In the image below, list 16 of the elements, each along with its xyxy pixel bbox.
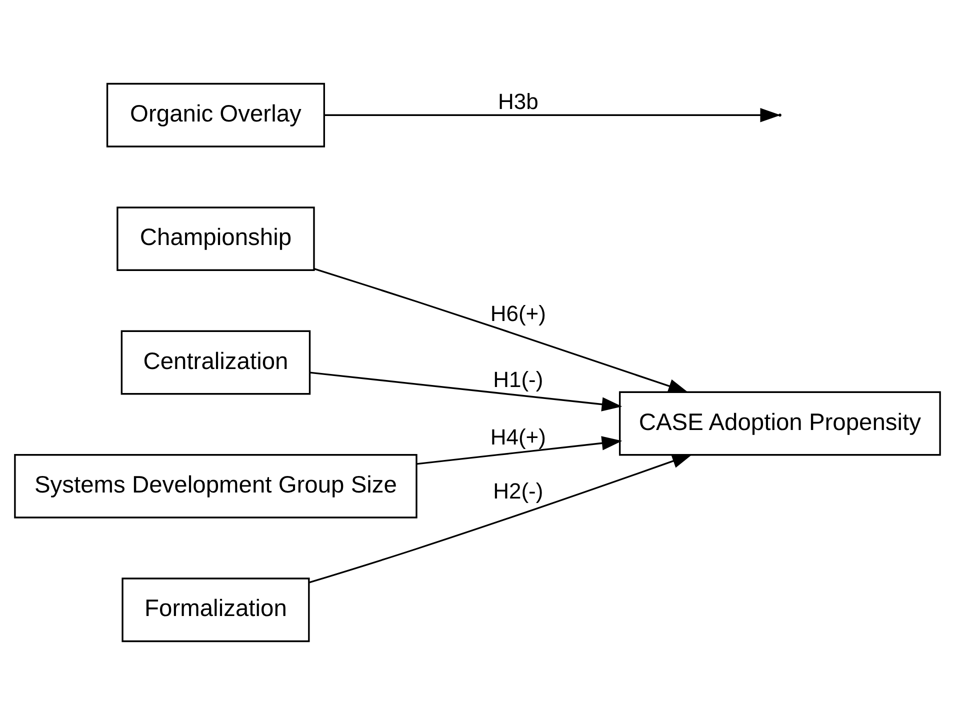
arrow — [314, 268, 689, 392]
edge-label: H1(-) — [493, 366, 544, 392]
arrow — [310, 371, 622, 411]
node-box: Championship — [116, 206, 315, 270]
edge-label: H6(+) — [490, 300, 546, 326]
node-box: Formalization — [122, 577, 310, 642]
arrow — [324, 108, 781, 122]
node-box: Centralization — [120, 330, 311, 394]
node-box: CASE Adoption Propensity — [618, 390, 941, 456]
edge-label: H4(+) — [490, 424, 546, 450]
node-box: Organic Overlay — [106, 82, 325, 147]
edge-label: H3b — [498, 88, 538, 114]
arrow — [416, 436, 622, 464]
edge-label: H2(-) — [493, 478, 544, 504]
arrow — [309, 454, 692, 583]
node-box: Systems Development Group Size — [14, 454, 418, 518]
